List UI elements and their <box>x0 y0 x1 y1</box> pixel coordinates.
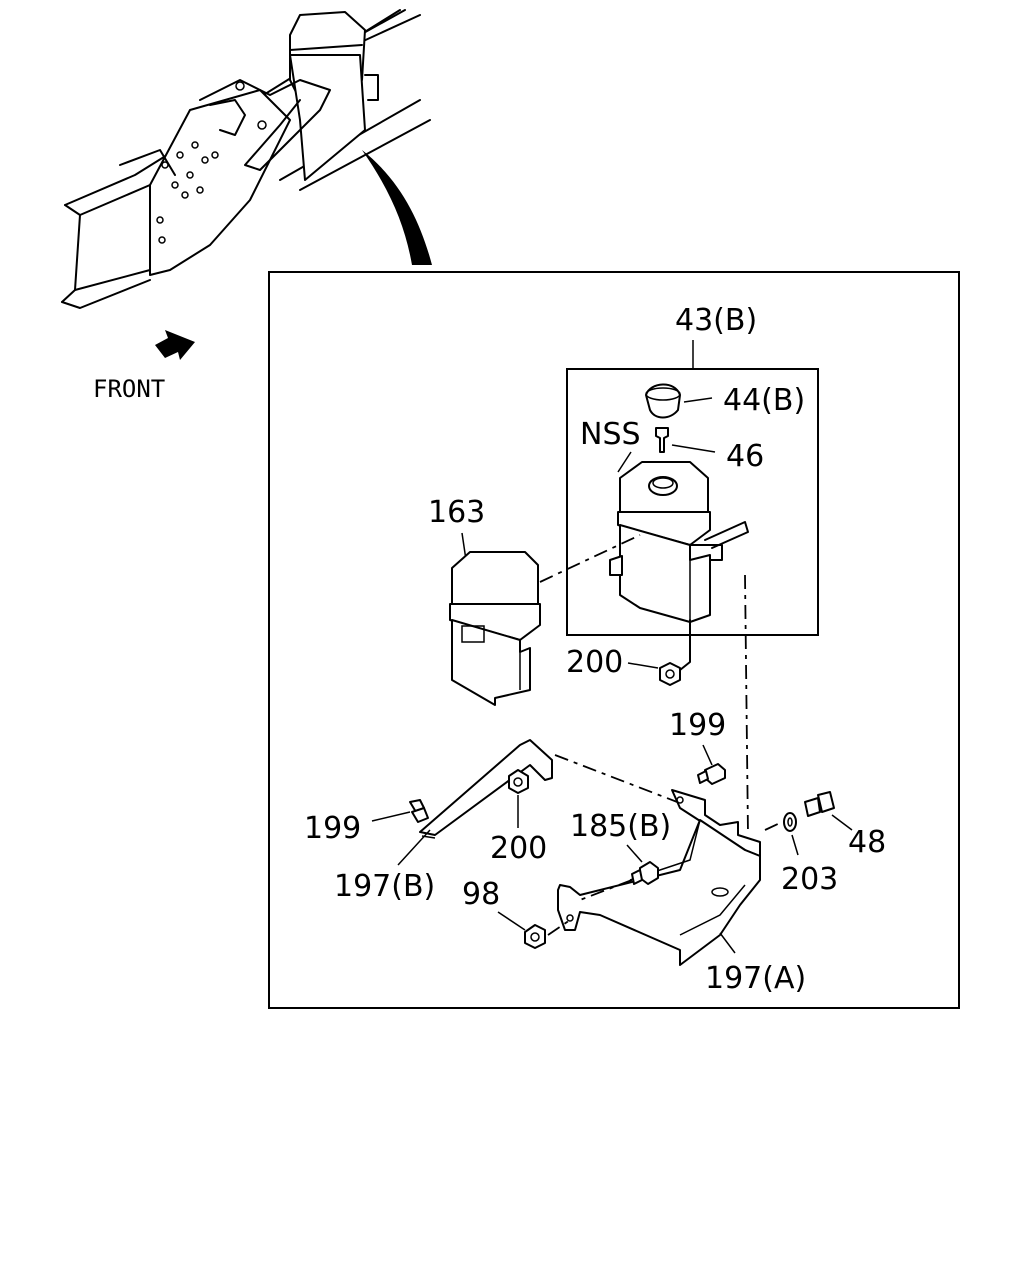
detail-frame <box>268 271 960 1009</box>
washer-203 <box>783 812 799 856</box>
nut-200-lower <box>508 769 529 828</box>
callout-203: 203 <box>781 862 838 897</box>
nut-98 <box>497 911 546 949</box>
bolt-48 <box>804 791 853 831</box>
nut-200-upper <box>627 619 691 686</box>
callout-44b: 44(B) <box>723 383 805 418</box>
detail-pointer-arrow <box>362 150 432 265</box>
bracket-197a <box>557 789 761 966</box>
assembly-line-163 <box>539 534 641 583</box>
callout-46: 46 <box>726 439 764 474</box>
callout-200-lower: 200 <box>490 831 547 866</box>
bolt-199-right <box>697 744 726 785</box>
assembly-line-185b <box>579 879 633 901</box>
callout-43b: 43(B) <box>675 303 757 338</box>
callout-197a: 197(A) <box>705 961 806 996</box>
bolt-199-left <box>371 799 429 823</box>
assembly-line-203 <box>764 821 783 831</box>
callout-199-left: 199 <box>304 811 361 846</box>
assembly-line-98 <box>547 919 571 936</box>
callout-185b: 185(B) <box>570 809 671 844</box>
callout-200-upper: 200 <box>566 645 623 680</box>
callout-nss: NSS <box>580 417 641 452</box>
assembly-line-197b <box>554 754 686 806</box>
front-direction-arrow-icon <box>155 330 195 360</box>
cover-163 <box>449 532 541 706</box>
callout-98: 98 <box>462 877 500 912</box>
reservoir-tank <box>609 451 749 623</box>
part-46 <box>655 427 716 453</box>
callout-199-right: 199 <box>669 708 726 743</box>
front-label: FRONT <box>93 375 165 403</box>
frame-overview-illustration <box>61 9 431 309</box>
bolt-185b <box>626 844 659 885</box>
assembly-line-vertical <box>744 574 749 836</box>
callout-197b: 197(B) <box>334 869 435 904</box>
callout-163: 163 <box>428 495 485 530</box>
bracket-197b <box>397 739 553 866</box>
callout-48: 48 <box>848 825 886 860</box>
cap-44b <box>645 383 713 419</box>
